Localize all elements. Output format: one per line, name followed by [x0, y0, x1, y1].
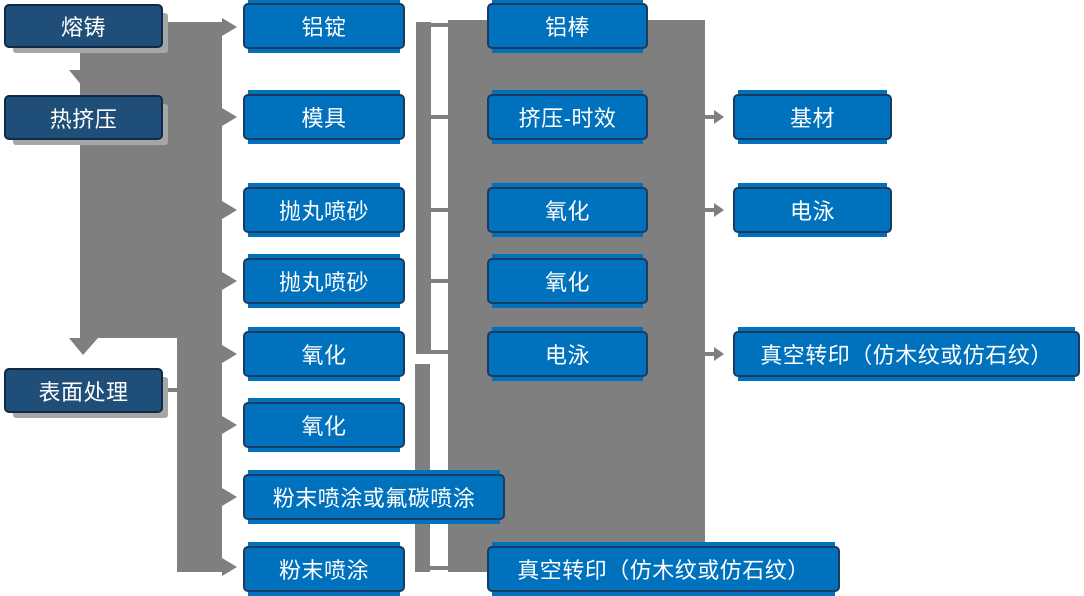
arrow-down-to-surface-treatment [69, 338, 98, 355]
node-powder-or-fluorocarbon-coating: 粉末喷涂或氟碳喷涂 [243, 474, 505, 520]
node-label: 氧化 [544, 199, 590, 224]
arrow-down-to-hot-extrusion [69, 70, 98, 87]
left-trunk-shape [80, 22, 222, 572]
arrow-right-to-powder-or-fluorocarbon [222, 488, 237, 506]
node-label: 氧化 [301, 414, 347, 439]
line-to-base-material [705, 115, 715, 119]
node-label: 粉末喷涂或氟碳喷涂 [272, 486, 476, 511]
node-mold: 模具 [243, 94, 405, 140]
node-label: 真空转印（仿木纹或仿石纹） [517, 558, 810, 583]
node-oxidation-1: 氧化 [243, 331, 405, 377]
node-label: 铝锭 [301, 15, 347, 40]
node-powder-coating: 粉末喷涂 [243, 546, 405, 592]
arrow-right-to-shot-blasting-1 [222, 201, 237, 219]
node-vacuum-transfer-bottom: 真空转印（仿木纹或仿石纹） [487, 546, 840, 592]
node-label: 挤压-时效 [518, 106, 617, 131]
node-label: 抛丸喷砂 [278, 199, 369, 224]
bracket-line-electrophoresis-1 [431, 350, 448, 354]
arrow-right-to-aluminum-ingot [222, 18, 237, 36]
node-label: 铝棒 [544, 15, 590, 40]
node-oxidation-3: 氧化 [487, 187, 648, 233]
arrow-right-to-base-material [714, 110, 724, 124]
node-electrophoresis-2: 电泳 [733, 187, 892, 233]
node-label: 电泳 [789, 199, 835, 224]
bracket-line-oxidation-4 [431, 279, 448, 283]
bracket-line-aluminum-rod [431, 23, 448, 27]
node-melting-casting: 熔铸 [4, 4, 163, 48]
node-label: 粉末喷涂 [278, 558, 369, 583]
arrow-right-to-oxidation-2 [222, 416, 237, 434]
node-oxidation-2: 氧化 [243, 402, 405, 448]
node-label: 模具 [301, 106, 347, 131]
node-extrusion-aging: 挤压-时效 [487, 94, 648, 140]
node-vacuum-transfer-right: 真空转印（仿木纹或仿石纹） [733, 331, 1080, 377]
middle-bracket-bar-upper [416, 22, 431, 354]
node-label: 熔铸 [60, 15, 106, 40]
surface-treatment-connector-line [160, 388, 178, 392]
node-label: 氧化 [301, 343, 347, 368]
arrow-right-to-electrophoresis-2 [714, 203, 724, 217]
node-surface-treatment: 表面处理 [4, 368, 163, 413]
arrow-right-to-shot-blasting-2 [222, 272, 237, 290]
node-hot-extrusion: 热挤压 [4, 95, 163, 140]
node-label: 表面处理 [38, 379, 129, 405]
node-oxidation-4: 氧化 [487, 258, 648, 304]
middle-bracket-bar-lower [415, 364, 430, 572]
bracket-line-extrusion-aging [431, 115, 448, 119]
node-aluminum-rod: 铝棒 [487, 3, 648, 49]
node-label: 真空转印（仿木纹或仿石纹） [760, 343, 1053, 368]
node-shot-blasting-2: 抛丸喷砂 [243, 258, 405, 304]
line-to-electrophoresis-2 [705, 208, 715, 212]
line-to-vacuum-transfer-right [705, 352, 715, 356]
arrow-right-to-oxidation-1 [222, 345, 237, 363]
left-trunk-group [69, 18, 237, 576]
node-label: 氧化 [544, 270, 590, 295]
node-base-material: 基材 [733, 94, 892, 140]
arrow-right-to-vacuum-transfer-right [714, 347, 724, 361]
arrow-right-to-powder-coating [222, 558, 237, 576]
node-electrophoresis-1: 电泳 [487, 331, 648, 377]
arrow-right-to-mold [222, 108, 237, 126]
node-aluminum-ingot: 铝锭 [243, 3, 405, 49]
node-label: 电泳 [544, 343, 590, 368]
node-label: 抛丸喷砂 [278, 270, 369, 295]
bracket-line-oxidation-3 [431, 208, 448, 212]
bracket-line-vacuum-transfer-bottom [430, 566, 448, 570]
node-shot-blasting-1: 抛丸喷砂 [243, 187, 405, 233]
node-label: 热挤压 [49, 106, 118, 132]
middle-bracket-group [415, 22, 448, 572]
node-label: 基材 [789, 106, 835, 131]
